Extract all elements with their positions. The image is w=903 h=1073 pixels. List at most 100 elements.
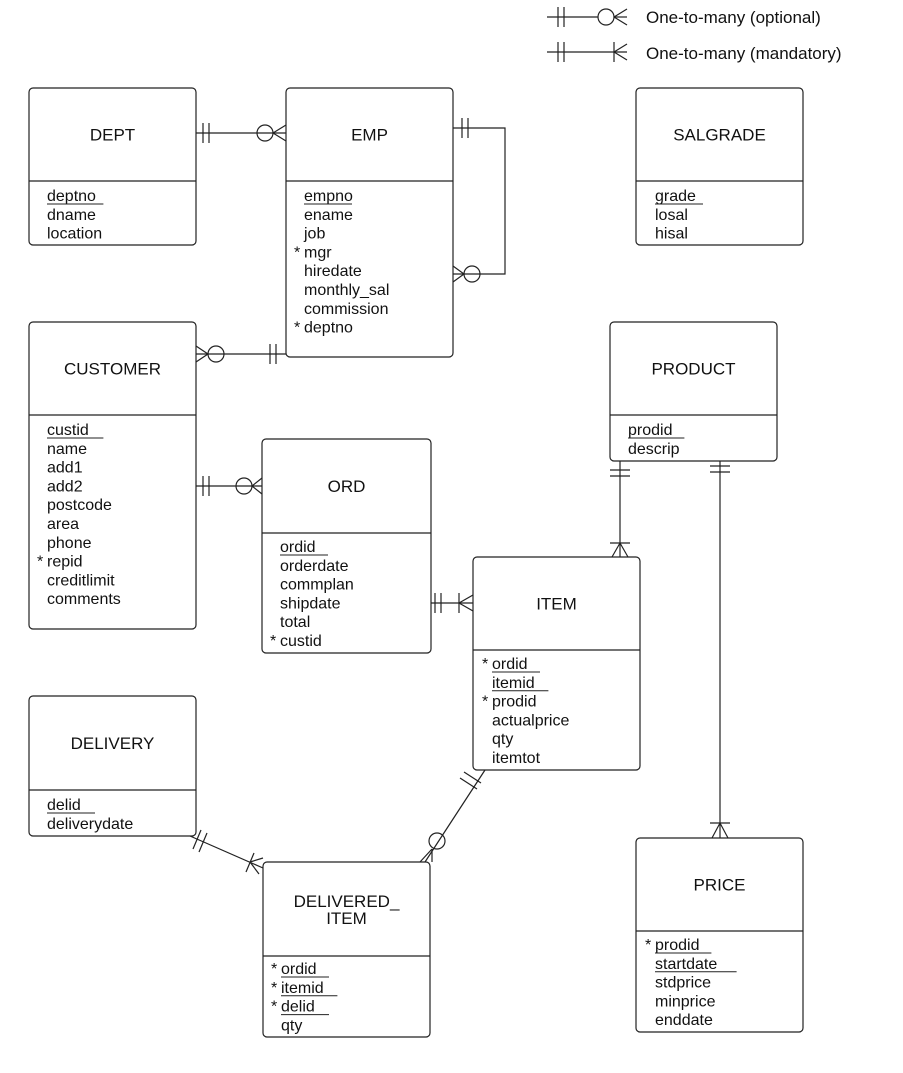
entity-item-title: ITEM bbox=[536, 595, 577, 614]
legend: One-to-many (optional) One-to-many (mand… bbox=[547, 7, 842, 63]
entity-salgrade-box bbox=[635, 87, 804, 246]
entity-delivered-item-title-line2: ITEM bbox=[326, 909, 367, 928]
entity-ord-box bbox=[261, 438, 432, 654]
attribute-descrip: descrip bbox=[628, 441, 680, 458]
attribute-custid: custid bbox=[280, 633, 322, 650]
entity-customer-box bbox=[28, 321, 197, 630]
attribute-prodid: prodid bbox=[655, 937, 699, 954]
entity-item[interactable]: ITEM*ordiditemid*prodidactualpriceqtyite… bbox=[472, 556, 641, 771]
attribute-deptno: deptno bbox=[304, 320, 353, 337]
attribute-delid: delid bbox=[47, 797, 81, 814]
rel-product-price bbox=[710, 461, 730, 839]
fk-marker: * bbox=[37, 554, 43, 571]
attribute-ename: ename bbox=[304, 207, 353, 224]
fk-marker: * bbox=[271, 999, 277, 1016]
attribute-prodid: prodid bbox=[628, 422, 672, 439]
attribute-ordid: ordid bbox=[280, 539, 316, 556]
entity-ord[interactable]: ORDordidorderdatecommplanshipdatetotal*c… bbox=[261, 438, 432, 654]
attribute-total: total bbox=[280, 614, 310, 631]
attribute-name: name bbox=[47, 441, 87, 458]
entity-item-box bbox=[472, 556, 641, 771]
attribute-deliverydate: deliverydate bbox=[47, 816, 133, 833]
attribute-enddate: enddate bbox=[655, 1012, 713, 1029]
rel-ord-item bbox=[431, 593, 474, 613]
rel-product-item bbox=[610, 461, 630, 558]
entity-customer[interactable]: CUSTOMERcustidnameadd1add2postcodeareaph… bbox=[28, 321, 197, 630]
attribute-commplan: commplan bbox=[280, 577, 354, 594]
rel-dept-emp bbox=[196, 123, 287, 143]
rel-emp-customer bbox=[195, 344, 286, 364]
attribute-qty: qty bbox=[281, 1017, 302, 1034]
attribute-area: area bbox=[47, 516, 79, 533]
attribute-repid: repid bbox=[47, 554, 83, 571]
fk-marker: * bbox=[271, 980, 277, 997]
entity-delivery-box bbox=[28, 695, 197, 837]
attribute-commission: commission bbox=[304, 301, 388, 318]
legend-mandatory-label: One-to-many (mandatory) bbox=[646, 44, 842, 63]
entity-delivery-title: DELIVERY bbox=[71, 734, 155, 753]
entity-ord-title: ORD bbox=[328, 477, 366, 496]
attribute-minprice: minprice bbox=[655, 993, 716, 1010]
rel-emp-emp bbox=[452, 118, 506, 283]
attribute-grade: grade bbox=[655, 188, 696, 205]
legend-optional-symbol bbox=[547, 7, 628, 27]
attribute-itemid: itemid bbox=[281, 980, 324, 997]
entity-dept-title: DEPT bbox=[90, 126, 135, 145]
attribute-add1: add1 bbox=[47, 460, 83, 477]
entity-price-box bbox=[635, 837, 804, 1033]
attribute-hiredate: hiredate bbox=[304, 263, 362, 280]
attribute-losal: losal bbox=[655, 207, 688, 224]
relationships bbox=[189, 118, 730, 875]
attribute-shipdate: shipdate bbox=[280, 595, 341, 612]
attribute-qty: qty bbox=[492, 731, 513, 748]
attribute-dname: dname bbox=[47, 207, 96, 224]
attribute-location: location bbox=[47, 226, 102, 243]
entity-emp-title: EMP bbox=[351, 126, 388, 145]
rel-customer-ord bbox=[196, 476, 263, 496]
entity-delivered-item-box bbox=[262, 861, 431, 1038]
attribute-actualprice: actualprice bbox=[492, 712, 569, 729]
attribute-itemid: itemid bbox=[492, 675, 535, 692]
entity-product[interactable]: PRODUCT prodid descrip bbox=[609, 321, 778, 462]
attribute-stdprice: stdprice bbox=[655, 975, 711, 992]
legend-optional-label: One-to-many (optional) bbox=[646, 8, 821, 27]
attribute-comments: comments bbox=[47, 591, 121, 608]
fk-marker: * bbox=[482, 694, 488, 711]
fk-marker: * bbox=[482, 656, 488, 673]
entity-dept-box bbox=[28, 87, 197, 246]
fk-marker: * bbox=[271, 961, 277, 978]
fk-marker: * bbox=[294, 244, 300, 261]
fk-marker: * bbox=[645, 937, 651, 954]
rel-item-delivered-item bbox=[419, 769, 486, 863]
attribute-delid: delid bbox=[281, 999, 315, 1016]
entity-emp[interactable]: EMPempnoenamejob*mgrhiredatemonthly_salc… bbox=[285, 87, 454, 358]
attribute-deptno: deptno bbox=[47, 188, 96, 205]
legend-mandatory-symbol bbox=[547, 42, 628, 62]
attribute-mgr: mgr bbox=[304, 244, 332, 261]
attribute-itemtot: itemtot bbox=[492, 750, 541, 767]
entity-emp-box bbox=[285, 87, 454, 358]
entity-product-title: PRODUCT bbox=[651, 360, 735, 379]
entities: DEPTdeptnodnamelocationEMPempnoenamejob*… bbox=[28, 87, 804, 1038]
attribute-ordid: ordid bbox=[492, 656, 528, 673]
entity-delivered-item-title: DELIVERED_ bbox=[294, 892, 400, 911]
attribute-postcode: postcode bbox=[47, 497, 112, 514]
attribute-add2: add2 bbox=[47, 478, 83, 495]
entity-price-title: PRICE bbox=[694, 876, 746, 895]
attribute-job: job bbox=[303, 226, 325, 243]
attribute-monthly_sal: monthly_sal bbox=[304, 282, 389, 299]
entity-salgrade-title: SALGRADE bbox=[673, 126, 766, 145]
entity-product-box bbox=[609, 321, 778, 462]
entity-delivery[interactable]: DELIVERY delid deliverydate bbox=[28, 695, 197, 837]
entity-price[interactable]: PRICE*prodidstartdatestdpriceminpriceend… bbox=[635, 837, 804, 1033]
fk-marker: * bbox=[270, 633, 276, 650]
entity-dept[interactable]: DEPT deptno dname location bbox=[28, 87, 197, 246]
attribute-phone: phone bbox=[47, 535, 92, 552]
attribute-creditlimit: creditlimit bbox=[47, 572, 115, 589]
rel-delivery-delivered-item bbox=[189, 829, 264, 875]
attribute-prodid: prodid bbox=[492, 694, 536, 711]
entity-customer-title: CUSTOMER bbox=[64, 360, 161, 379]
